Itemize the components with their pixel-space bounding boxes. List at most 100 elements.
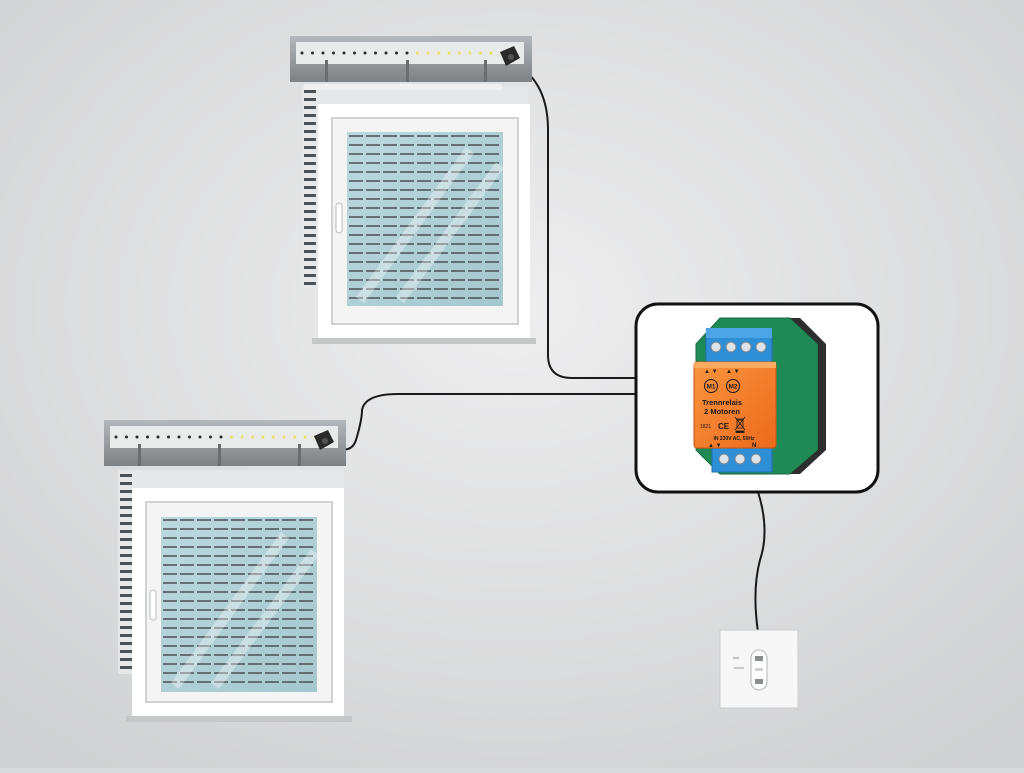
window-bottom <box>104 420 352 722</box>
shutter-box-led <box>209 435 212 439</box>
label-m1: M1 <box>706 384 715 391</box>
shutter-slat <box>120 506 132 509</box>
shutter-box-hooks <box>138 444 301 466</box>
terminal-screws-bottom <box>718 453 762 465</box>
shutter-box-led <box>332 51 335 55</box>
shutter-box-led <box>198 435 202 439</box>
shutter-slat <box>304 250 316 253</box>
svg-text:▲ ▼: ▲ ▼ <box>726 369 740 375</box>
relay-rating: IN 230V AC, 50Hz <box>714 436 755 442</box>
window-sill <box>312 338 536 344</box>
shutter-slat <box>304 210 316 213</box>
window-sill <box>126 716 352 722</box>
motor-connector-icon <box>500 46 520 66</box>
wall-switch-led-icon <box>733 657 744 669</box>
shutter-slat <box>120 498 132 501</box>
shutter-slat <box>120 570 132 573</box>
shutter-slat <box>120 594 132 597</box>
shutter-slat <box>304 226 316 229</box>
shutter-box-led <box>219 435 223 439</box>
shutter-slat <box>120 522 132 525</box>
shutter-box-led <box>135 435 139 439</box>
relay-title-line2: 2 Motoren <box>704 407 740 416</box>
shutter-box-led <box>261 435 265 439</box>
glass-reflection <box>355 147 505 303</box>
shutter-box-led <box>282 435 286 439</box>
shutter-slat <box>304 90 316 93</box>
shutter-slat <box>304 186 316 189</box>
shutter-slat <box>304 282 316 285</box>
shutter-box-led <box>426 51 430 55</box>
shutter-slat <box>304 114 316 117</box>
shutter-slat <box>120 642 132 645</box>
shutter-slat <box>120 610 132 613</box>
m1-badge <box>704 379 718 393</box>
shutter-slat <box>120 618 132 621</box>
shutter-slat <box>304 274 316 277</box>
shutter-slat <box>304 146 316 149</box>
shutter-slats-through-glass <box>349 135 501 299</box>
shutter-slat <box>304 218 316 221</box>
window-top <box>290 36 536 344</box>
shutter-box-led <box>272 435 275 439</box>
shutter-box-led <box>437 51 440 55</box>
shutter-box-led <box>230 435 233 439</box>
shutter-box-led <box>395 51 398 55</box>
shutter-box-hooks <box>325 60 487 82</box>
shutter-slat-stack <box>304 90 316 285</box>
shutter-slat <box>120 530 132 533</box>
shutter-slat <box>120 554 132 557</box>
window-glass <box>161 517 317 692</box>
relay-code: 1821 <box>700 424 711 430</box>
relay-arrows-bottom: ▲ ▼ <box>708 443 722 449</box>
relay-title-line1: Trennrelais <box>702 398 742 407</box>
shutter-box-led <box>468 51 472 55</box>
shutter-slats-through-glass <box>163 519 315 683</box>
shutter-box-led <box>293 435 296 439</box>
shutter-slat <box>304 194 316 197</box>
shutter-box-led <box>458 51 461 55</box>
shutter-slat <box>120 482 132 485</box>
shutter-box-led <box>489 51 493 55</box>
cable-wall-switch <box>754 491 766 633</box>
shutter-slat <box>120 658 132 661</box>
shutter-slat <box>120 650 132 653</box>
shutter-box-led <box>177 435 181 439</box>
wall-switch <box>719 629 799 709</box>
label-n: N <box>752 443 756 449</box>
shutter-slat <box>120 666 132 669</box>
terminal-screws-top <box>710 341 767 353</box>
svg-text:▲ ▼: ▲ ▼ <box>708 443 722 449</box>
shutter-box-led <box>479 51 482 55</box>
shutter-slat <box>120 626 132 629</box>
shutter-slat <box>304 170 316 173</box>
shutter-slat-stack <box>120 474 132 669</box>
svg-text:▲ ▼: ▲ ▼ <box>704 369 718 375</box>
ce-mark: CE <box>718 422 730 431</box>
shutter-box-led <box>311 51 314 55</box>
shutter-slat <box>304 154 316 157</box>
shutter-slat <box>120 538 132 541</box>
shutter-slat <box>120 578 132 581</box>
shutter-slat <box>120 490 132 493</box>
shutter-box-led <box>342 51 346 55</box>
shutter-box-led <box>167 435 170 439</box>
relay-module: ▲ ▼ ▲ ▼ M1 M2 Trennrelais 2 Motoren 1821… <box>693 317 826 475</box>
shutter-box-led <box>321 51 325 55</box>
shutter-box-led <box>146 435 149 439</box>
label-m2: M2 <box>728 384 737 391</box>
shutter-slat <box>304 138 316 141</box>
shutter-slat <box>304 202 316 205</box>
m2-badge <box>726 379 740 393</box>
shutter-box-led-row <box>300 51 503 55</box>
shutter-box-led <box>416 51 419 55</box>
shutter-slat <box>120 562 132 565</box>
shutter-slat <box>120 586 132 589</box>
shutter-slat <box>304 106 316 109</box>
shutter-slat <box>120 546 132 549</box>
relay-callout: ▲ ▼ ▲ ▼ M1 M2 Trennrelais 2 Motoren 1821… <box>634 302 880 494</box>
glass-reflection <box>170 532 320 689</box>
shutter-slat <box>120 474 132 477</box>
shutter-slat <box>304 178 316 181</box>
crossed-bin-icon <box>734 416 746 433</box>
